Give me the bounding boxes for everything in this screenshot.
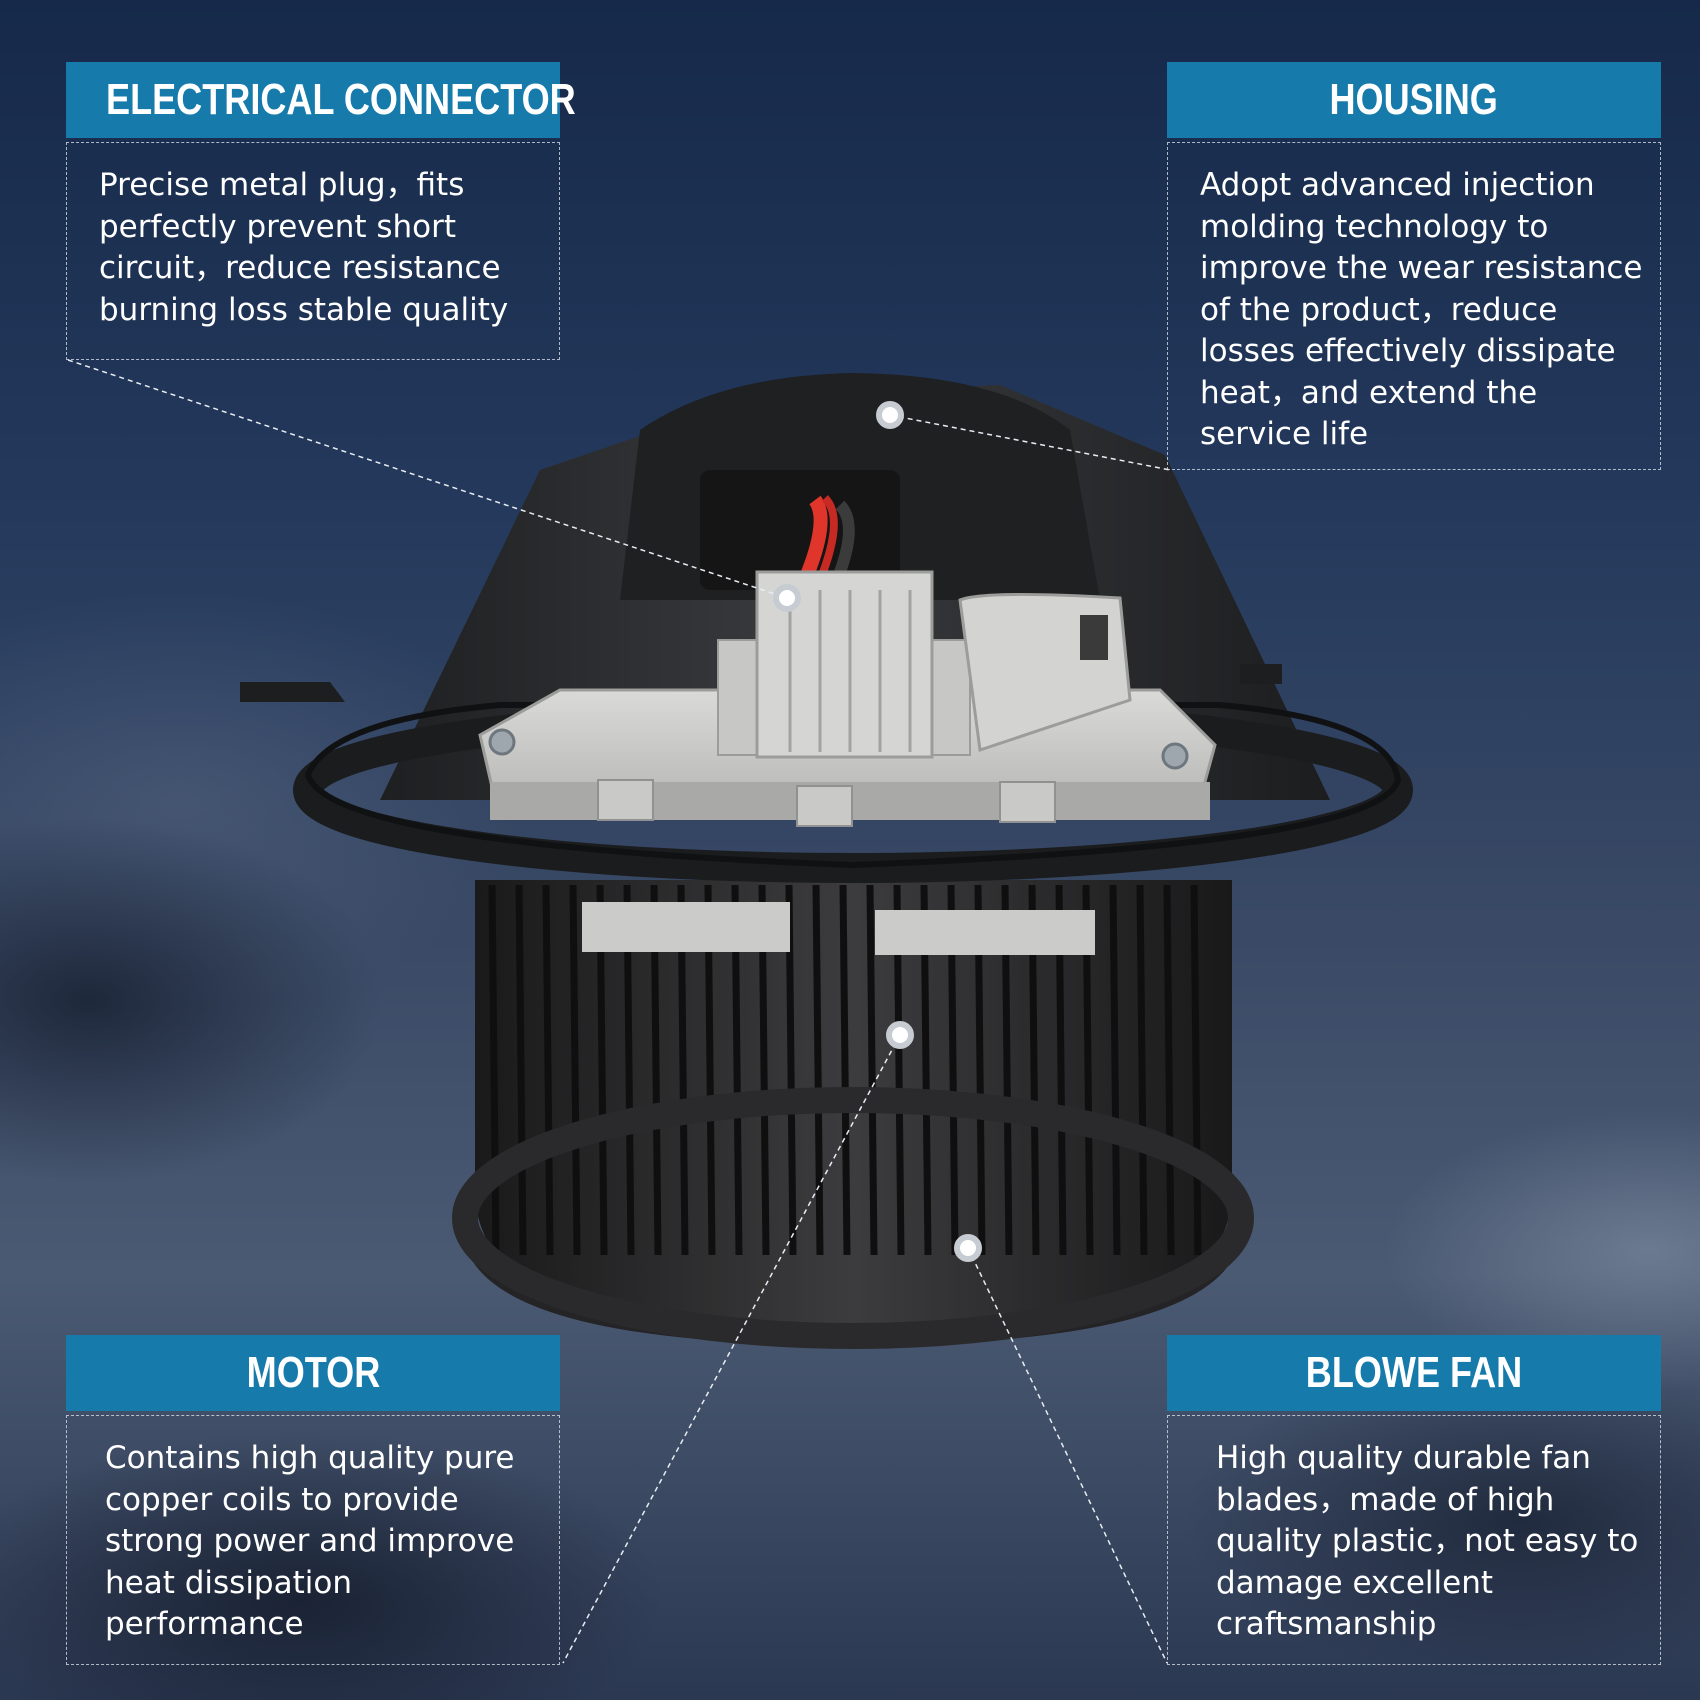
- fan-blade: [569, 884, 581, 1256]
- callout-description-blower-fan: High quality durable fan blades，made of …: [1167, 1415, 1661, 1665]
- hotspot-fan-dot: [954, 1234, 982, 1262]
- callout-header: BLOWE FAN: [1167, 1335, 1661, 1411]
- hotspot-dots: [773, 401, 982, 1262]
- callout-header: MOTOR: [66, 1335, 560, 1411]
- fan-blade: [488, 884, 500, 1256]
- callout-description-motor: Contains high quality pure copper coils …: [66, 1415, 560, 1665]
- callout-title-electrical-connector: ELECTRICAL CONNECTOR: [106, 75, 576, 124]
- blower-fan-cage: [452, 880, 1254, 1349]
- fan-blade: [1163, 884, 1175, 1256]
- fan-blade: [1109, 884, 1121, 1256]
- callout-description-housing: Adopt advanced injection molding technol…: [1167, 142, 1661, 470]
- callout-header: HOUSING: [1167, 62, 1661, 138]
- fan-blade: [866, 884, 878, 1256]
- fan-blade: [1136, 884, 1148, 1256]
- hotspot-connector-dot: [773, 584, 801, 612]
- callout-header: ELECTRICAL CONNECTOR: [66, 62, 576, 138]
- callout-electrical-connector: ELECTRICAL CONNECTOR Precise metal plug，…: [66, 62, 576, 360]
- fan-blade: [1190, 884, 1202, 1256]
- fan-blade: [812, 884, 824, 1256]
- fan-blade: [839, 884, 851, 1256]
- callout-title-housing: HOUSING: [1329, 75, 1499, 124]
- leader-lines: [67, 359, 1171, 1664]
- callout-housing: HOUSING Adopt advanced injection molding…: [1167, 62, 1661, 470]
- callout-motor: MOTOR Contains high quality pure copper …: [66, 1335, 560, 1665]
- callout-description-electrical-connector: Precise metal plug，fits perfectly preven…: [66, 142, 560, 360]
- hotspot-housing-dot: [876, 401, 904, 429]
- callout-blower-fan: BLOWE FAN High quality durable fan blade…: [1167, 1335, 1661, 1665]
- hotspot-motor-dot: [886, 1021, 914, 1049]
- callout-title-motor: MOTOR: [246, 1348, 380, 1397]
- callout-title-blower-fan: BLOWE FAN: [1305, 1348, 1523, 1397]
- fan-blade: [515, 884, 527, 1256]
- fan-blade: [542, 884, 554, 1256]
